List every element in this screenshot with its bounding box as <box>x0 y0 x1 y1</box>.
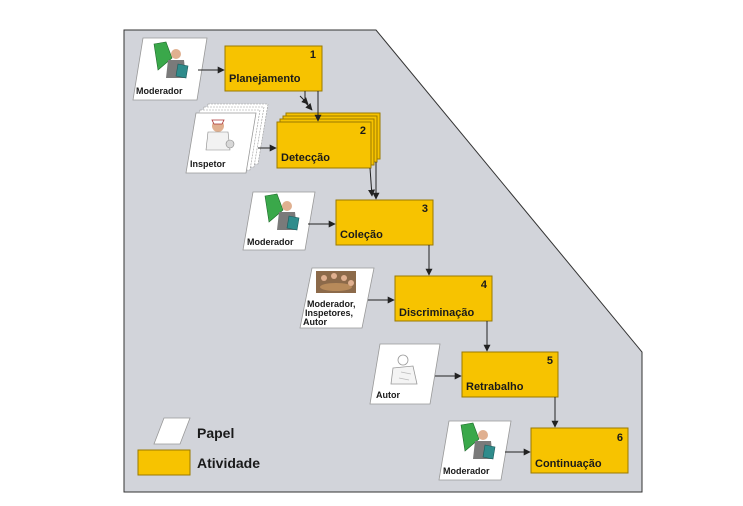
role-label: Moderador <box>443 466 490 476</box>
moderator-icon <box>264 193 300 231</box>
legend-paper-swatch <box>153 417 191 445</box>
activity-number: 4 <box>481 279 488 291</box>
role-paper-3: Moderador <box>242 191 316 251</box>
moderator-icon <box>460 422 496 460</box>
activity-box <box>461 351 559 398</box>
role-paper-2: Inspetor <box>185 103 269 174</box>
author-icon <box>390 354 418 385</box>
activity-2: 2 Detecção <box>276 112 381 169</box>
activity-label: Retrabalho <box>466 381 524 393</box>
activity-5: 5 Retrabalho <box>461 351 559 398</box>
legend: Papel Atividade <box>137 417 260 476</box>
activity-box <box>335 199 434 246</box>
role-label-line-3: Autor <box>303 317 327 327</box>
role-label: Moderador <box>136 86 183 96</box>
role-paper-6: Moderador <box>438 420 512 481</box>
legend-paper-label: Papel <box>197 425 234 441</box>
activity-number: 5 <box>547 355 553 367</box>
inspector-icon <box>205 119 235 151</box>
arrow-1-to-2c <box>299 95 309 105</box>
activity-number: 2 <box>360 125 366 137</box>
activity-number: 1 <box>310 49 316 61</box>
role-paper-4: Moderador, Inspetores, Autor <box>299 267 375 329</box>
activity-1: 1 Planejamento <box>224 45 323 92</box>
activity-label: Discriminação <box>399 307 474 319</box>
activity-4: 4 Discriminação <box>394 275 493 322</box>
arrow-2-to-3b <box>368 167 376 197</box>
role-label: Inspetor <box>190 159 226 169</box>
role-label-line-2: Inspetores, <box>305 308 353 318</box>
activity-box <box>276 121 372 169</box>
legend-activity-label: Atividade <box>197 455 260 471</box>
role-arrows <box>198 66 531 456</box>
activity-label: Continuação <box>535 458 602 470</box>
role-label: Moderador <box>247 237 294 247</box>
role-label: Autor <box>376 390 400 400</box>
moderator-icon <box>153 41 189 79</box>
activity-box <box>394 275 493 322</box>
activity-box <box>224 45 323 92</box>
role-label-line-1: Moderador, <box>307 299 356 309</box>
activity-3: 3 Coleção <box>335 199 434 246</box>
legend-activity-swatch <box>137 449 191 476</box>
process-panel <box>123 29 643 493</box>
meeting-icon <box>316 271 356 293</box>
role-paper-5: Autor <box>369 343 441 405</box>
activity-label: Planejamento <box>229 73 301 85</box>
activity-number: 6 <box>617 432 623 444</box>
flow-arrows <box>299 91 559 428</box>
activity-box <box>530 427 629 474</box>
activity-label: Coleção <box>340 229 383 241</box>
activity-number: 3 <box>422 203 428 215</box>
activity-6: 6 Continuação <box>530 427 629 474</box>
activity-label: Detecção <box>281 152 330 164</box>
role-paper-1: Moderador <box>132 37 208 101</box>
